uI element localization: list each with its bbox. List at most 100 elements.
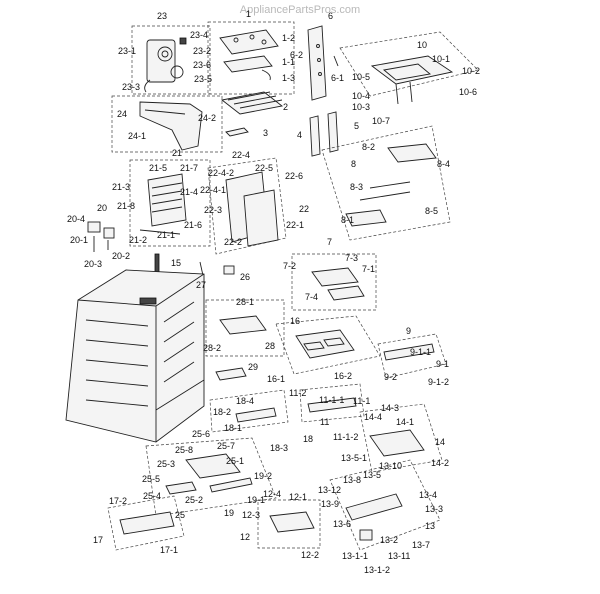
callout-23-3: 23-3 xyxy=(122,82,140,92)
assembly-12 xyxy=(257,499,321,549)
callout-25: 25 xyxy=(175,510,185,520)
callout-21-1: 21-1 xyxy=(157,230,175,240)
callout-14: 14 xyxy=(435,437,445,447)
callout-22-4-2: 22-4-2 xyxy=(208,168,234,178)
callout-15: 15 xyxy=(171,258,181,268)
callout-6: 6 xyxy=(328,11,333,21)
callout-24-2: 24-2 xyxy=(198,113,216,123)
callout-4: 4 xyxy=(297,130,302,140)
callout-22-3: 22-3 xyxy=(204,205,222,215)
callout-18-3: 18-3 xyxy=(270,443,288,453)
assembly-28-29 xyxy=(205,299,285,381)
callout-7-4: 7-4 xyxy=(305,292,318,302)
assembly-24 xyxy=(111,95,223,153)
callout-8-5: 8-5 xyxy=(425,206,438,216)
callout-13-5: 13-5 xyxy=(363,470,381,480)
callout-9-1-1: 9-1-1 xyxy=(410,347,431,357)
callout-8-3: 8-3 xyxy=(350,182,363,192)
callout-17-1: 17-1 xyxy=(160,545,178,555)
assembly-1 xyxy=(207,21,295,95)
assembly-11 xyxy=(299,383,365,423)
callout-21-7: 21-7 xyxy=(180,163,198,173)
assembly-10 xyxy=(339,31,479,105)
callout-9-1-2: 9-1-2 xyxy=(428,377,449,387)
callout-16: 16 xyxy=(290,316,300,326)
callout-11-1-1: 11-1-1 xyxy=(319,395,344,405)
cabinet-body xyxy=(65,269,205,443)
callout-12-2: 12-2 xyxy=(301,550,319,560)
watermark: AppliancePartsPros.com xyxy=(239,4,361,16)
callout-13-1-1: 13-1-1 xyxy=(342,551,368,561)
assembly-20 xyxy=(87,221,115,252)
callout-17-2: 17-2 xyxy=(109,496,127,506)
callout-7-1: 7-1 xyxy=(362,264,375,274)
callout-20-2: 20-2 xyxy=(112,251,130,261)
callout-13: 13 xyxy=(425,521,435,531)
callout-20-1: 20-1 xyxy=(70,235,88,245)
callout-10-7: 10-7 xyxy=(372,116,390,126)
callout-10-5: 10-5 xyxy=(352,72,370,82)
callout-21-8: 21-8 xyxy=(117,201,135,211)
callout-10-6: 10-6 xyxy=(459,87,477,97)
assembly-18 xyxy=(209,389,289,433)
callout-14-1: 14-1 xyxy=(396,417,414,427)
callout-10-4: 10-4 xyxy=(352,91,370,101)
callout-18-2: 18-2 xyxy=(213,407,231,417)
callout-21: 21 xyxy=(172,148,182,158)
callout-24-1: 24-1 xyxy=(128,131,146,141)
callout-19-1: 19-1 xyxy=(247,495,265,505)
callout-22-4-1: 22-4-1 xyxy=(200,185,226,195)
callout-10-1: 10-1 xyxy=(432,54,450,64)
assembly-8 xyxy=(321,125,451,241)
callout-22: 22 xyxy=(299,204,309,214)
callout-13-8: 13-8 xyxy=(343,475,361,485)
callout-24: 24 xyxy=(117,109,127,119)
callout-13-10: 13-10 xyxy=(379,461,402,471)
callout-23-2: 23-2 xyxy=(193,46,211,56)
assembly-21 xyxy=(129,159,211,247)
callout-14-4: 14-4 xyxy=(364,412,382,422)
callout-26: 26 xyxy=(240,272,250,282)
callout-20-4: 20-4 xyxy=(67,214,85,224)
callout-13-11: 13-11 xyxy=(388,551,410,561)
callout-11-2: 11-2 xyxy=(289,388,306,398)
assembly-25-19 xyxy=(145,437,277,517)
callout-21-4: 21-4 xyxy=(180,187,198,197)
callout-13-7: 13-7 xyxy=(412,540,430,550)
callout-11-1: 11-1 xyxy=(353,396,370,406)
part-2-grille xyxy=(220,91,284,115)
callout-25-5: 25-5 xyxy=(142,474,160,484)
callout-19-2: 19-2 xyxy=(254,471,272,481)
callout-9: 9 xyxy=(406,326,411,336)
callout-22-1: 22-1 xyxy=(286,220,304,230)
assembly-16 xyxy=(275,315,381,375)
callout-23-6: 23-6 xyxy=(193,60,211,70)
callout-10: 10 xyxy=(417,40,427,50)
assembly-17 xyxy=(107,495,185,551)
callout-13-3: 13-3 xyxy=(425,504,443,514)
callout-5: 5 xyxy=(354,121,359,131)
part-3 xyxy=(225,127,249,137)
callout-18-1: 18-1 xyxy=(224,423,242,433)
callout-25-1: 25-1 xyxy=(226,456,244,466)
callout-23-1: 23-1 xyxy=(118,46,136,56)
callout-16-2: 16-2 xyxy=(334,371,352,381)
callout-14-2: 14-2 xyxy=(431,458,449,468)
assembly-9 xyxy=(377,333,447,379)
callout-22-6: 22-6 xyxy=(285,171,303,181)
callout-8: 8 xyxy=(351,159,356,169)
callout-13-9: 13-9 xyxy=(321,499,339,509)
callout-13-12: 13-12 xyxy=(318,485,341,495)
assembly-23 xyxy=(131,25,211,95)
callout-29: 29 xyxy=(248,362,258,372)
callout-18-4: 18-4 xyxy=(236,396,254,406)
callout-12-4: 12-4 xyxy=(263,489,281,499)
callout-25-8: 25-8 xyxy=(175,445,193,455)
callout-28-2: 28-2 xyxy=(203,343,221,353)
callout-17: 17 xyxy=(93,535,103,545)
callout-9-2: 9-2 xyxy=(384,372,397,382)
callout-13-5-1: 13-5-1 xyxy=(341,453,367,463)
callout-8-2: 8-2 xyxy=(362,142,375,152)
callout-12: 12 xyxy=(240,532,250,542)
